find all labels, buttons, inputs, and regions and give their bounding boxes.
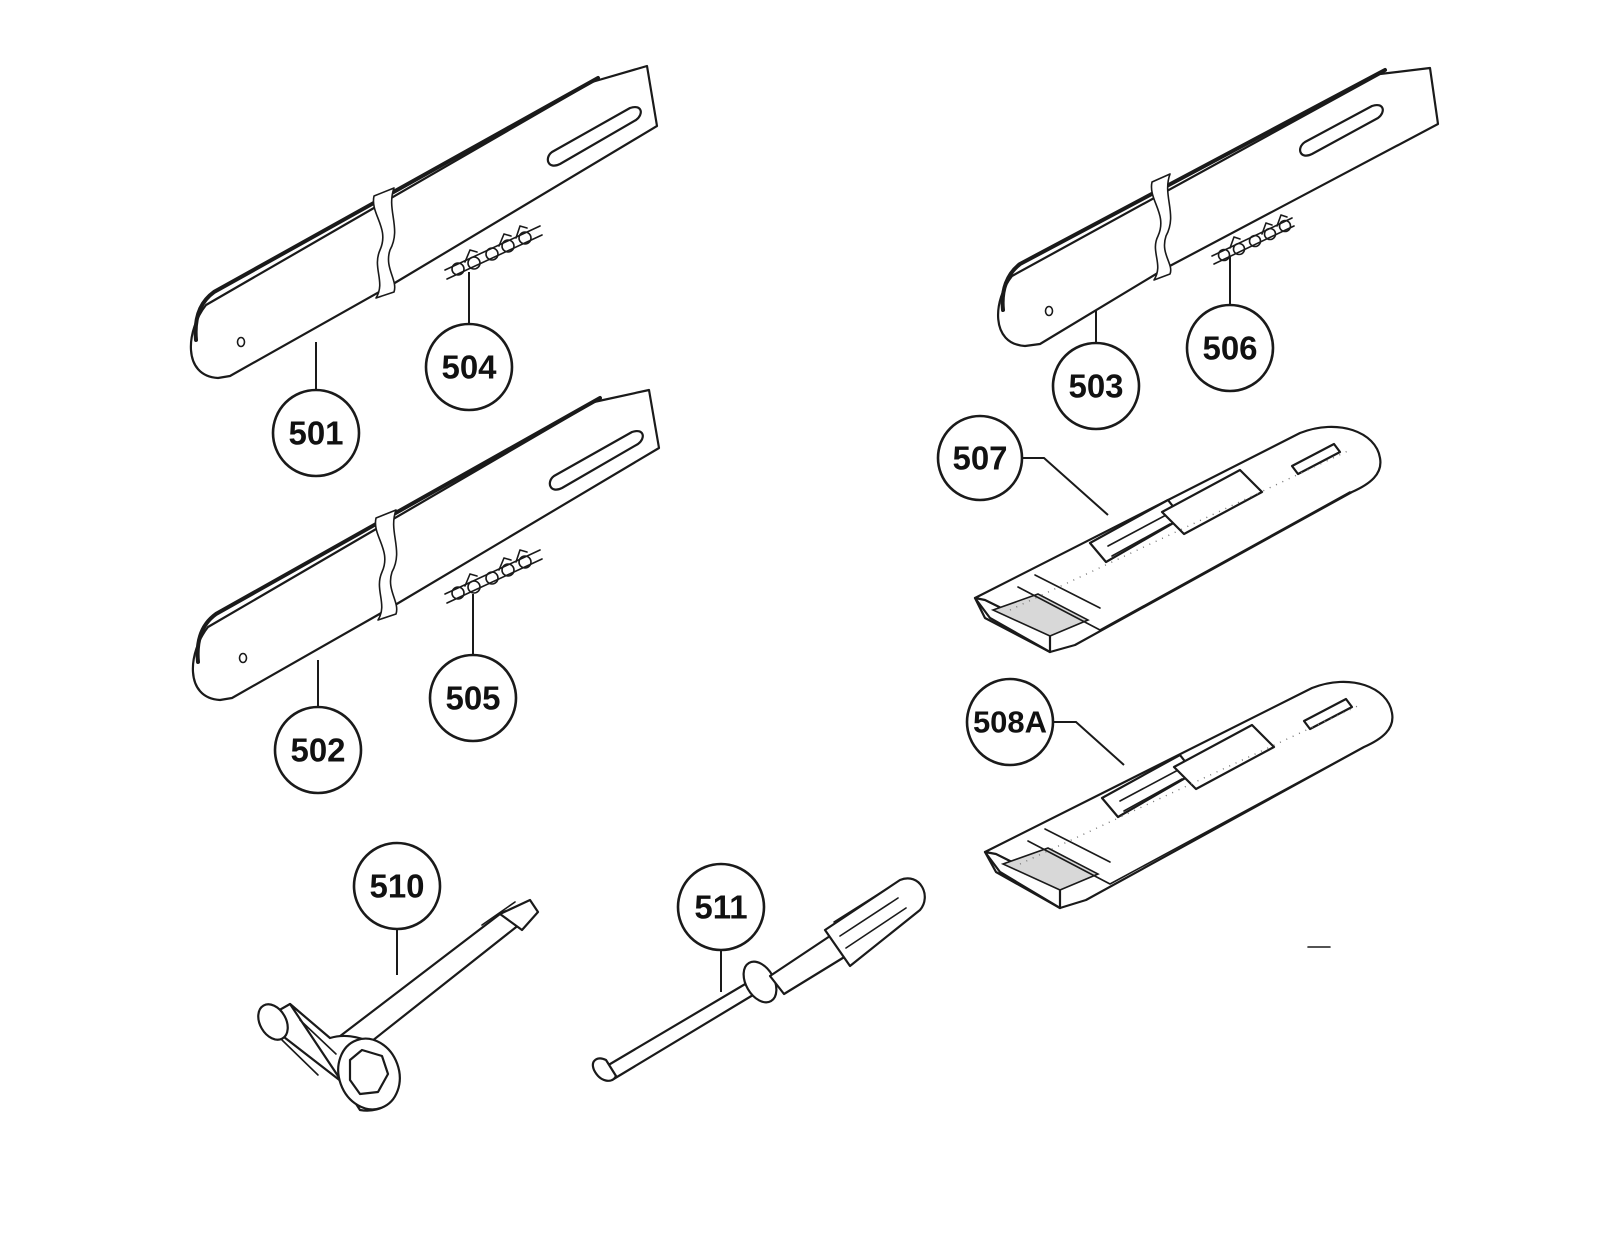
combination-wrench-icon	[257, 898, 540, 1112]
guide-bar-icon	[996, 66, 1440, 348]
leader-lines	[315, 256, 1231, 992]
callout-label: 507	[952, 440, 1007, 477]
saw-chain-icon	[444, 225, 543, 280]
saw-chain-icon	[1211, 214, 1295, 265]
callout-504: 504	[424, 322, 514, 412]
bar-cover-icon	[983, 680, 1394, 910]
bar-cover-icon	[973, 425, 1382, 654]
callout-label: 504	[441, 349, 497, 386]
callout-507: 507	[936, 414, 1024, 502]
callout-label: 510	[369, 868, 424, 905]
callout-label: 502	[290, 732, 345, 769]
callout-511: 511	[676, 862, 766, 952]
callout-label: 508A	[973, 705, 1047, 740]
guide-bar-icon	[189, 64, 659, 380]
callout-503: 503	[1051, 341, 1141, 431]
callout-label: 511	[694, 889, 747, 926]
callout-505: 505	[428, 653, 518, 743]
callout-501: 501	[271, 388, 361, 478]
callout-506: 506	[1185, 303, 1275, 393]
callout-label: 503	[1068, 368, 1123, 405]
callout-label: 501	[288, 415, 343, 452]
callout-502: 502	[273, 705, 363, 795]
callout-label: 505	[445, 680, 500, 717]
callout-508a: 508A	[965, 677, 1055, 767]
saw-chain-icon	[444, 549, 543, 604]
screwdriver-icon	[591, 877, 926, 1082]
callout-label: 506	[1202, 330, 1257, 367]
callout-510: 510	[352, 841, 442, 931]
guide-bar-icon	[191, 388, 661, 702]
